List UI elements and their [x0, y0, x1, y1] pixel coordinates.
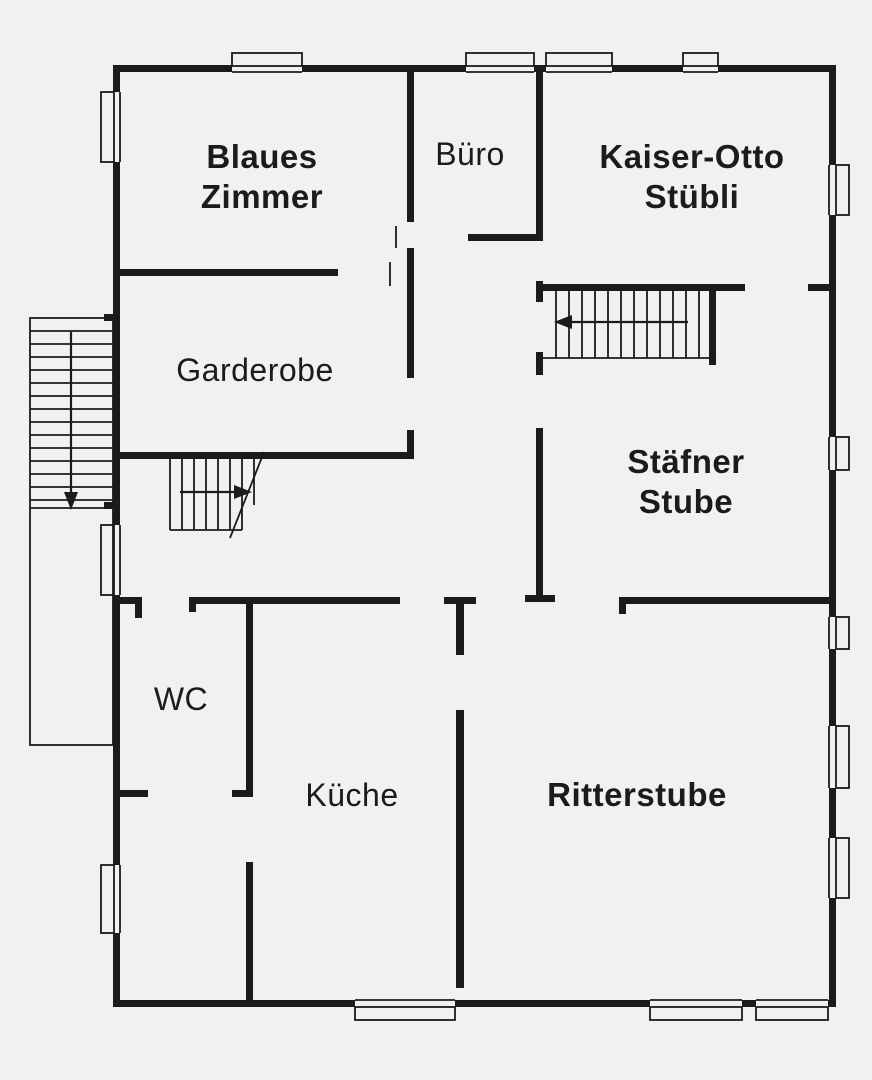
plan-geometry — [232, 790, 253, 797]
plan-geometry — [455, 1000, 650, 1007]
plan-geometry — [246, 862, 253, 1007]
plan-geometry — [456, 710, 464, 988]
room-label-kaiser-otto-line1: Kaiser-Otto — [599, 138, 784, 175]
right-arrow-icon — [180, 485, 252, 499]
plan-geometry — [229, 451, 265, 539]
plan-geometry — [829, 215, 836, 437]
window — [545, 52, 613, 67]
plan-geometry — [113, 65, 120, 92]
window — [231, 52, 303, 67]
plan-geometry — [536, 281, 543, 302]
upper-stair — [543, 291, 716, 359]
plan-geometry — [536, 65, 543, 238]
plan-geometry — [829, 788, 836, 838]
room-label-blaues-zimmer-line2: Zimmer — [201, 178, 323, 215]
plan-geometry — [554, 315, 572, 329]
room-labels: Blaues Zimmer Büro Kaiser-Otto Stübli Ga… — [154, 136, 784, 813]
plan-geometry — [619, 597, 626, 614]
window — [649, 1006, 743, 1021]
room-label-garderobe: Garderobe — [176, 352, 333, 388]
plan-geometry — [113, 597, 142, 604]
plan-geometry — [234, 485, 252, 499]
window — [465, 52, 535, 67]
plan-geometry — [619, 597, 836, 604]
window — [835, 616, 850, 650]
room-label-buero: Büro — [435, 136, 505, 172]
plan-geometry — [709, 284, 716, 365]
plan-geometry — [189, 597, 196, 612]
plan-geometry — [407, 248, 414, 378]
plan-geometry — [718, 65, 836, 72]
window — [835, 164, 850, 216]
plan-geometry — [302, 65, 466, 72]
room-label-kueche: Küche — [305, 777, 398, 813]
plan-geometry — [828, 1000, 836, 1007]
plan-geometry — [104, 502, 113, 509]
plan-geometry — [113, 162, 120, 525]
plan-geometry — [113, 595, 120, 865]
plan-geometry — [135, 597, 142, 618]
room-label-kaiser-otto-line2: Stübli — [645, 178, 740, 215]
plan-geometry — [829, 65, 836, 165]
plan-geometry — [64, 492, 78, 510]
plan-geometry — [468, 234, 543, 241]
plan-geometry — [113, 65, 232, 72]
plan-geometry — [525, 595, 555, 602]
windows — [100, 52, 850, 1021]
exterior-stair — [29, 317, 114, 746]
window — [835, 725, 850, 789]
room-label-staefner-line1: Stäfner — [627, 443, 744, 480]
plan-geometry — [829, 470, 836, 617]
room-label-wc: WC — [154, 681, 208, 717]
plan-geometry — [536, 428, 543, 598]
plan-geometry — [113, 933, 120, 1007]
plan-geometry — [29, 317, 114, 746]
plan-geometry — [829, 898, 836, 1007]
down-arrow-icon — [64, 332, 78, 510]
plan-geometry — [113, 269, 338, 276]
plan-geometry — [808, 284, 836, 291]
plan-geometry — [829, 649, 836, 726]
room-label-staefner-line2: Stube — [639, 483, 733, 520]
window — [835, 837, 850, 899]
plan-geometry — [536, 352, 543, 375]
plan-geometry — [456, 597, 464, 655]
plan-geometry — [246, 597, 253, 797]
left-arrow-icon — [554, 315, 688, 329]
hall-stair — [169, 451, 265, 539]
window — [100, 524, 115, 596]
window — [755, 1006, 829, 1021]
plan-geometry — [536, 284, 745, 291]
window — [354, 1006, 456, 1021]
window — [100, 91, 115, 163]
plan-geometry — [113, 1000, 355, 1007]
plan-geometry — [113, 790, 148, 797]
plan-geometry — [189, 597, 400, 604]
window — [835, 436, 850, 471]
window — [682, 52, 719, 67]
plan-geometry — [742, 1000, 756, 1007]
outer-walls — [104, 65, 836, 1007]
window — [100, 864, 115, 934]
plan-geometry — [407, 65, 414, 222]
plan-geometry — [407, 430, 414, 452]
room-label-blaues-zimmer-line1: Blaues — [206, 138, 317, 175]
plan-geometry — [612, 65, 683, 72]
room-label-ritterstube: Ritterstube — [547, 776, 727, 813]
